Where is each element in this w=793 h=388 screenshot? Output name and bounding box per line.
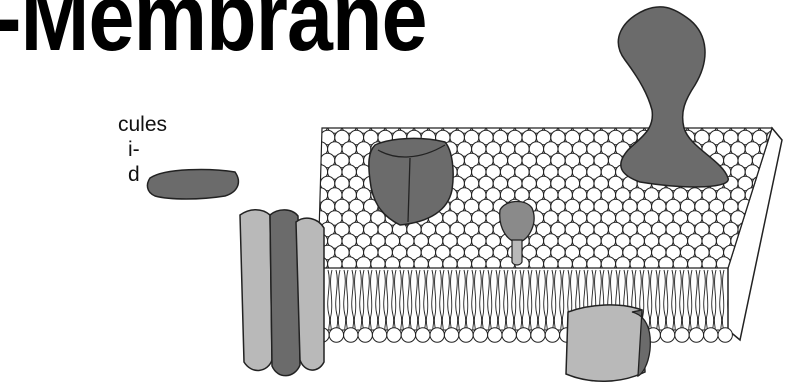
peripheral-protein-left	[147, 170, 238, 199]
lower-peripheral-protein	[566, 305, 650, 381]
glycoprotein	[618, 7, 728, 187]
channel-protein	[240, 210, 324, 376]
phospholipid-heads-bottom	[315, 328, 733, 342]
phospholipid-tails	[320, 270, 732, 330]
